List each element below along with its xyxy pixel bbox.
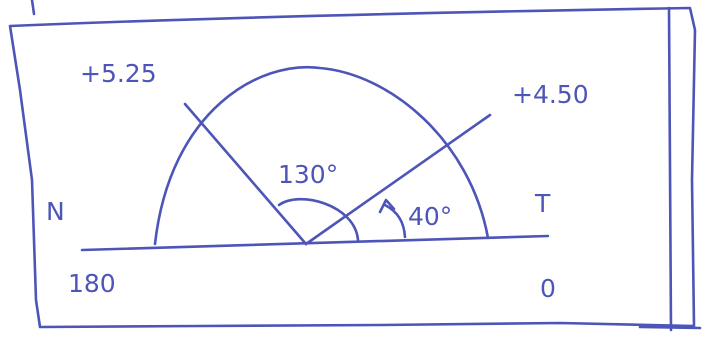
angle-obtuse-label: 130° — [278, 160, 338, 189]
angle-arc-40 — [383, 203, 407, 239]
frame-stray-stroke-top — [30, 0, 36, 16]
right-side-letter: T — [534, 189, 551, 218]
ray-left — [183, 102, 308, 246]
angle-arrowhead — [378, 198, 396, 214]
ray-left-value: +5.25 — [80, 59, 157, 88]
angle-arc-130 — [277, 197, 360, 242]
protractor-arc — [153, 65, 490, 246]
frame-stray-stroke-right — [667, 6, 673, 332]
left-side-letter: N — [46, 197, 65, 226]
right-scale-label: 0 — [540, 274, 556, 303]
frame-stray-stroke-bottom — [638, 325, 702, 330]
baseline — [80, 234, 550, 252]
ray-right — [304, 113, 492, 246]
ray-right-value: +4.50 — [512, 80, 589, 109]
left-scale-label: 180 — [68, 269, 116, 298]
angle-acute-label: 40° — [408, 202, 452, 231]
frame-border — [8, 6, 697, 329]
